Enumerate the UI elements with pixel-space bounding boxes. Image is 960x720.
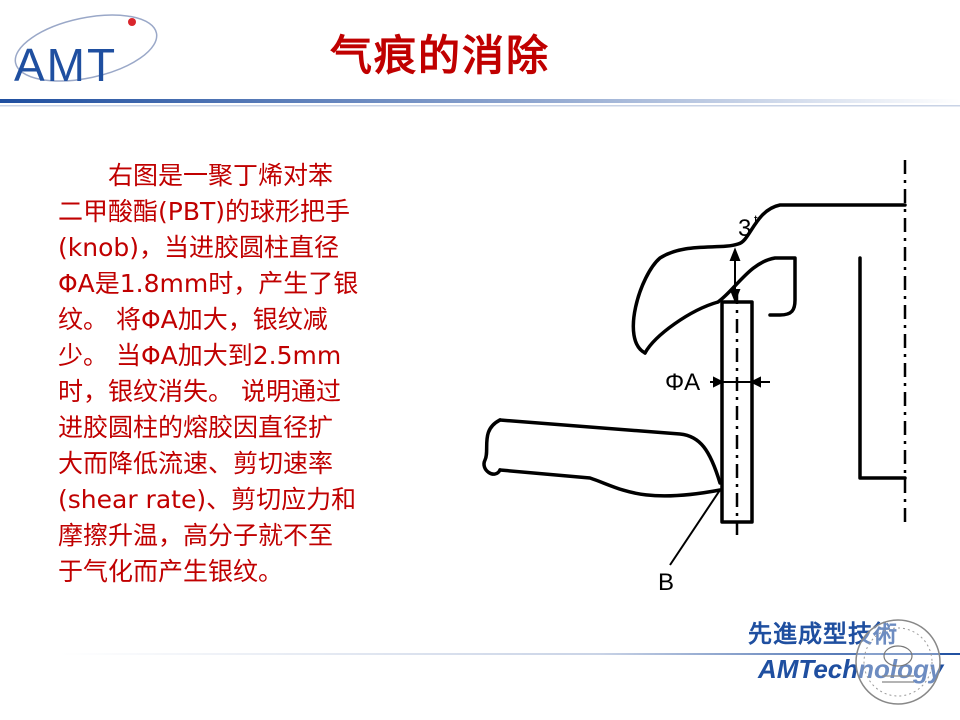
left-flange (643, 300, 720, 355)
knob-cross-section-diagram: 3 t ΦA B (482, 160, 907, 596)
body-line: (knob)，当进胶圆柱直径 (58, 233, 339, 262)
thickness-superscript: t (754, 212, 758, 227)
amt-logo: AMT (6, 8, 166, 91)
footer-cn-brand: 先進成型技術 (748, 619, 898, 648)
body-line: 摩擦升温，高分子就不至 (58, 521, 334, 550)
body-line: ΦA是1.8mm时，产生了银 (58, 269, 359, 298)
body-line: 右图是一聚丁烯对苯 (58, 161, 334, 190)
gate-cylinder (720, 300, 754, 524)
boss-wall (858, 256, 907, 480)
logo-text: AMT (14, 39, 118, 91)
body-line: 纹。 将ΦA加大，银纹减 (58, 305, 328, 334)
knob-inner-contour (716, 256, 797, 317)
watermark-seal-icon (855, 619, 941, 705)
point-b-label: B (658, 569, 674, 596)
body-line: 二甲酸酯(PBT)的球形把手 (58, 197, 351, 226)
footer-divider (60, 653, 960, 655)
body-line: 少。 当ΦA加大到2.5mm (58, 341, 342, 370)
knob-outer-contour (631, 203, 907, 355)
body-line: (shear rate)、剪切应力和 (58, 485, 357, 514)
thickness-label: 3 (738, 215, 751, 242)
body-line: 大而降低流速、剪切速率 (58, 449, 334, 478)
point-b-leader (669, 489, 721, 566)
footer-en-brand: AMTechnology (758, 654, 944, 684)
page-title: 气痕的消除 (330, 31, 551, 80)
body-line: 进胶圆柱的熔胶因直径扩 (58, 413, 334, 442)
description-paragraph: 右图是一聚丁烯对苯 二甲酸酯(PBT)的球形把手 (knob)，当进胶圆柱直径 … (58, 158, 438, 590)
runner-upper (498, 418, 722, 485)
diameter-label: ΦA (665, 369, 700, 396)
logo-orbit-icon (14, 14, 158, 82)
body-line: 于气化而产生银纹。 (58, 557, 284, 586)
runner-break (482, 418, 502, 476)
body-line: 时，银纹消失。 说明通过 (58, 377, 341, 406)
header-divider (0, 99, 960, 107)
runner-lower (498, 468, 722, 498)
